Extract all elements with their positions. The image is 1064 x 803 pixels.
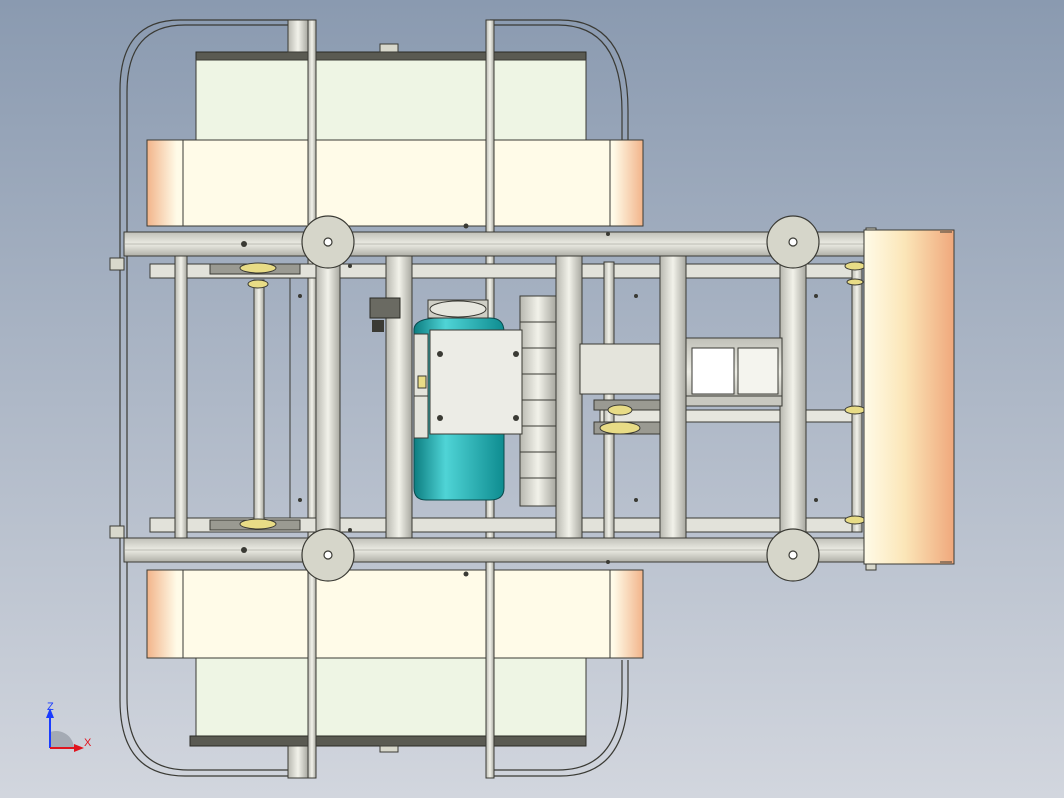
axis-triad: Z X: [40, 698, 96, 754]
sprockets[interactable]: [209, 261, 866, 531]
x-axis-label: X: [84, 737, 92, 749]
upper-panel-assembly[interactable]: [146, 43, 644, 227]
guard-rail[interactable]: [119, 19, 629, 777]
upper-roller[interactable]: [146, 139, 644, 227]
drive-motor[interactable]: [413, 299, 523, 501]
lower-panel-assembly[interactable]: [146, 569, 644, 753]
wheel-bottom-left[interactable]: [301, 528, 355, 582]
wheel-top-left[interactable]: [301, 215, 355, 269]
lower-roller[interactable]: [146, 569, 644, 659]
gear-reducer[interactable]: [369, 295, 661, 507]
z-axis-label: Z: [47, 701, 54, 713]
wheel-top-right[interactable]: [766, 215, 820, 269]
triad-graphic: Z X: [46, 701, 92, 752]
wheel-bottom-right[interactable]: [766, 528, 820, 582]
secondary-motor[interactable]: [685, 337, 783, 407]
motor-terminal-box[interactable]: [429, 329, 523, 435]
bolts: [241, 223, 818, 577]
front-roller[interactable]: [863, 229, 955, 565]
wheels[interactable]: [301, 215, 820, 582]
